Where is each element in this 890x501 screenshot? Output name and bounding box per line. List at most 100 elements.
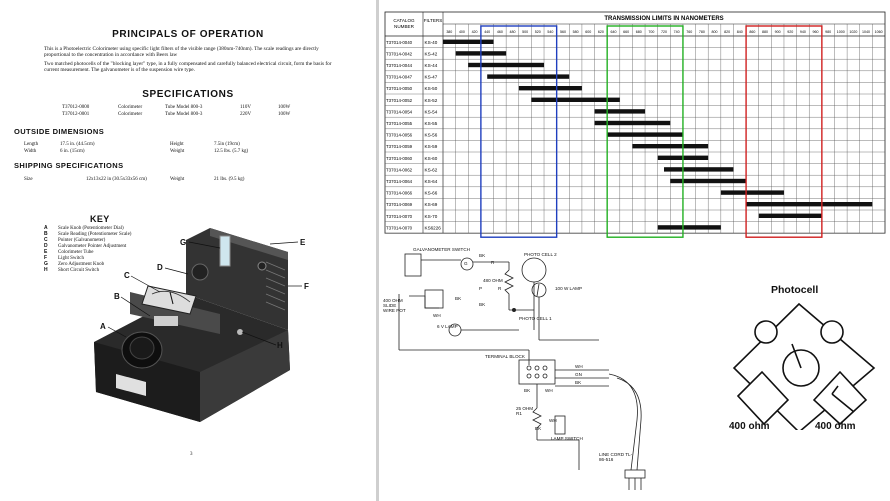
key-letter: G bbox=[44, 261, 48, 267]
circuit-label-bk5: BK bbox=[524, 388, 531, 393]
transmission-bar bbox=[758, 213, 822, 218]
outside-dimensions-title: OUTSIDE DIMENSIONS bbox=[14, 127, 105, 136]
wavelength-tick-label: 740 bbox=[674, 30, 680, 34]
wavelength-tick-label: 400 bbox=[459, 30, 465, 34]
transmission-bar bbox=[487, 74, 570, 79]
catalog-number-cell: T37014-0040 bbox=[386, 40, 413, 45]
spec-item: Colorimeter bbox=[118, 112, 143, 117]
circuit-label-bk: BK bbox=[479, 253, 486, 258]
page-number: 3 bbox=[190, 452, 193, 457]
transmission-bar bbox=[443, 39, 494, 44]
filter-cell: KS-52 bbox=[425, 98, 438, 103]
wavelength-tick-label: 1040 bbox=[862, 30, 870, 34]
wavelength-tick-label: 940 bbox=[800, 30, 806, 34]
catalog-number-cell: T37014-0064 bbox=[386, 179, 413, 184]
key-desc: Light Switch bbox=[58, 256, 84, 261]
operation-paragraph-1: This is a Photoelectric Colorimeter usin… bbox=[44, 46, 319, 59]
filter-cell: KS-54 bbox=[425, 109, 438, 114]
shipping-title: SHIPPING SPECIFICATIONS bbox=[14, 161, 124, 170]
wavelength-tick-label: 800 bbox=[712, 30, 718, 34]
circuit-label-bk6: BK bbox=[535, 426, 542, 431]
transmission-bar bbox=[594, 109, 646, 114]
callout-d: D bbox=[157, 263, 163, 272]
circuit-label-photocell-1: PHOTO CELL 1 bbox=[519, 316, 552, 321]
wavelength-tick-label: 680 bbox=[636, 30, 642, 34]
filter-cell: KS6226 bbox=[425, 225, 442, 230]
spec-voltage: 110V bbox=[240, 105, 251, 110]
circuit-label-gn: GN bbox=[575, 372, 582, 377]
wavelength-tick-label: 380 bbox=[446, 30, 452, 34]
transmission-bar bbox=[720, 190, 784, 195]
key-letter: E bbox=[44, 249, 48, 255]
callout-a: A bbox=[100, 322, 106, 331]
transmission-bar bbox=[607, 132, 683, 137]
circuit-label-wh4: WH bbox=[549, 418, 557, 423]
wavelength-tick-label: 700 bbox=[648, 30, 654, 34]
catalog-number-cell: T37014-0069 bbox=[386, 202, 413, 207]
filter-cell: KS-59 bbox=[425, 144, 438, 149]
wavelength-tick-label: 600 bbox=[585, 30, 591, 34]
key-letter: C bbox=[44, 237, 48, 243]
spec-catalog: T37012-0001 bbox=[62, 112, 90, 117]
transmission-bar bbox=[531, 97, 620, 102]
wavelength-tick-label: 500 bbox=[522, 30, 528, 34]
left-manual-page: PRINCIPALS OF OPERATION This is a Photoe… bbox=[0, 0, 376, 501]
circuit-label-wh2: WH bbox=[575, 364, 583, 369]
catalog-number-cell: T37014-0054 bbox=[386, 109, 413, 114]
callout-b: B bbox=[114, 292, 120, 301]
wavelength-tick-label: 640 bbox=[610, 30, 616, 34]
filter-cell: KS-70 bbox=[425, 214, 438, 219]
circuit-label-25-ohm: 25 OHM R1 bbox=[516, 406, 534, 416]
catalog-number-cell: T37014-0062 bbox=[386, 167, 413, 172]
wavelength-tick-label: 1000 bbox=[837, 30, 845, 34]
highlight-box bbox=[606, 25, 684, 238]
dim-label: Length bbox=[24, 142, 39, 147]
wavelength-tick-label: 720 bbox=[661, 30, 667, 34]
key-desc: Scale Reading (Potentiometer Scale) bbox=[58, 232, 132, 237]
circuit-label-line-cord: LINE CORD TL-86-516 bbox=[599, 452, 633, 462]
circuit-label-g: G bbox=[464, 261, 468, 266]
circuit-label-100w-lamp: 100 W LAMP bbox=[555, 286, 583, 291]
circuit-label-terminal-block: TERMINAL BLOCK bbox=[485, 354, 525, 359]
filter-cell: KS-44 bbox=[425, 63, 438, 68]
wavelength-tick-label: 1060 bbox=[875, 30, 883, 34]
colorimeter-illustration bbox=[94, 228, 290, 422]
circuit-label-r2: R bbox=[498, 286, 502, 291]
ship-label: Weight bbox=[170, 177, 185, 182]
wavelength-tick-label: 560 bbox=[560, 30, 566, 34]
callout-g: G bbox=[180, 238, 187, 247]
circuit-label-bk4: BK bbox=[575, 380, 582, 385]
circuit-label-galvo-switch: GALVANOMETER SWITCH bbox=[413, 247, 470, 252]
highlight-box bbox=[480, 25, 558, 238]
catalog-number-cell: T37014-0050 bbox=[386, 86, 413, 91]
filter-cell: KS-64 bbox=[425, 179, 438, 184]
spec-watt: 100W bbox=[278, 112, 291, 117]
col-header-filters: FILTERS bbox=[424, 18, 443, 23]
transmission-bar bbox=[518, 86, 582, 91]
transmission-bar bbox=[746, 202, 873, 207]
photocell-diagram bbox=[732, 302, 876, 430]
circuit-label-r: R bbox=[491, 260, 495, 265]
catalog-number-cell: T37014-0066 bbox=[386, 191, 413, 196]
key-desc: Scale Knob (Potentiometer Dial) bbox=[58, 226, 124, 231]
circuit-label-wh3: WH bbox=[545, 388, 553, 393]
key-letter: B bbox=[44, 231, 48, 237]
wavelength-tick-label: 620 bbox=[598, 30, 604, 34]
filter-cell: KS-62 bbox=[425, 167, 438, 172]
ship-label: Size bbox=[24, 177, 33, 182]
catalog-number-cell: T37014-0055 bbox=[386, 121, 413, 126]
circuit-label-photocell-2: PHOTO CELL 2 bbox=[524, 252, 557, 257]
wavelength-tick-label: 920 bbox=[787, 30, 793, 34]
col-header-catalog-2: NUMBER bbox=[394, 24, 415, 29]
dim-value: 7.5in (19cm) bbox=[214, 142, 240, 147]
photocell-label-right: 400 ohm bbox=[815, 421, 856, 432]
key-title: KEY bbox=[90, 214, 110, 224]
dim-value: 17.5 in. (44.5cm) bbox=[60, 142, 95, 147]
circuit-label-6v-lamp: 6 V LAMP bbox=[437, 324, 458, 329]
page-spine bbox=[376, 0, 379, 501]
filter-cell: KS-40 bbox=[425, 40, 438, 45]
circuit-label-480-ohm: 480 OHM bbox=[483, 278, 503, 283]
